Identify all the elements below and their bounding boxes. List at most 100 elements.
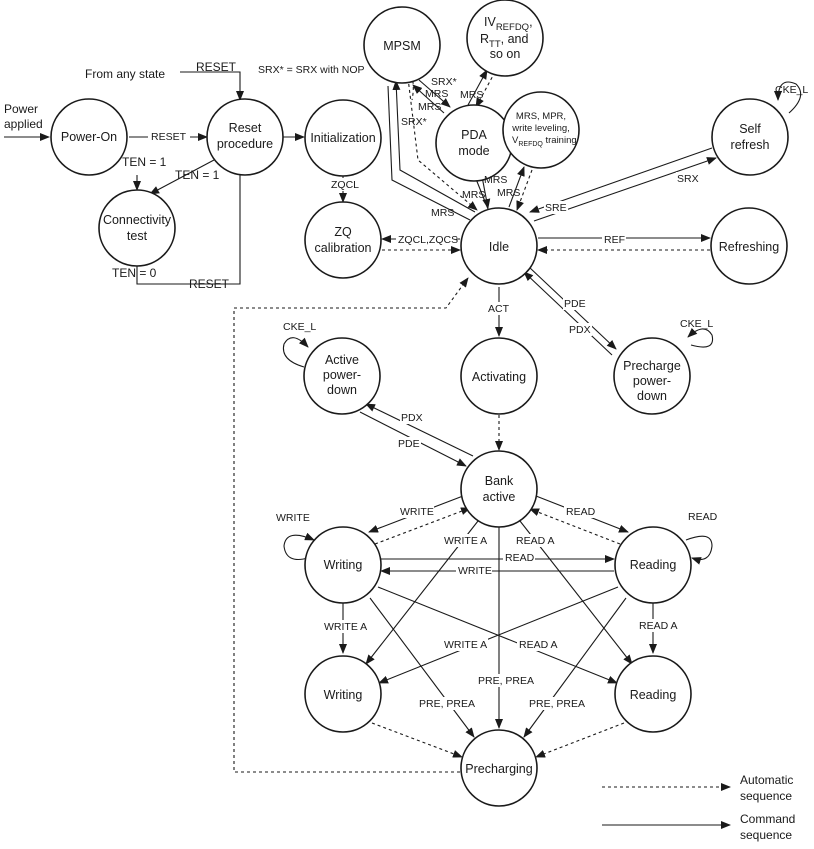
arrow-mrsmpr-idle: [516, 169, 533, 211]
state-idle: [460, 207, 538, 285]
arrow-writing-bankactive: [374, 507, 471, 545]
label-write-a-left: WRITE A: [324, 621, 367, 633]
label-zqcl: ZQCL: [331, 179, 359, 191]
state-active-powerdown: [303, 337, 381, 415]
arrow-any-state-reset: [180, 71, 244, 101]
state-self-refresh-label-2: refresh: [731, 138, 770, 152]
label-cke-l-pre: CKE_L: [680, 318, 713, 330]
state-initialization: [304, 99, 382, 177]
arrow-pda-iv: [467, 69, 488, 106]
state-mrs-mpr-line2: write leveling,: [511, 123, 570, 134]
state-precharging-label: Precharging: [465, 762, 532, 776]
state-ivrefdq-line3: so on: [490, 47, 521, 61]
arrow-writingbottom-precharging: [371, 722, 463, 758]
label-ten1-a: TEN = 1: [122, 155, 167, 169]
state-activating-label: Activating: [472, 370, 526, 384]
state-mpsm: [363, 6, 441, 84]
state-reading-top-label: Reading: [630, 558, 677, 572]
label-read-ba: READ: [566, 506, 596, 518]
arrow-precharging-idle: [233, 277, 469, 773]
state-reset-label-1: Reset: [229, 121, 262, 135]
label-pre-prea-left: PRE, PREA: [419, 698, 475, 710]
loop-active-powerdown: [282, 337, 309, 368]
state-refreshing-label: Refreshing: [719, 240, 779, 254]
state-bank-active-label-1: Bank: [485, 474, 514, 488]
state-mpsm-label: MPSM: [383, 39, 421, 53]
state-writing-bottom: [304, 655, 382, 733]
state-precharge-pd-label-2: power-: [633, 374, 671, 388]
label-read-a-ba: READ A: [516, 535, 555, 547]
loop-precharge-powerdown: [687, 327, 714, 348]
state-precharging: [460, 729, 538, 807]
arrow-reading-bankactive: [529, 508, 621, 545]
legend: Automatic sequence Command sequence: [740, 773, 795, 842]
state-reading-top: [614, 526, 692, 604]
label-mrs-4: MRS: [484, 174, 507, 186]
state-ivrefdq-rtt: [466, 0, 544, 77]
label-pre-prea-mid: PRE, PREA: [478, 675, 534, 687]
label-mrs-7: MRS: [431, 207, 454, 219]
state-precharge-pd-label-3: down: [637, 389, 667, 403]
state-mrs-mpr-line3: VREFDQ training: [512, 135, 577, 148]
label-write-a-ba: WRITE A: [444, 535, 487, 547]
state-ivrefdq-line2: RTT, and: [480, 32, 528, 50]
state-active-pd-label-2: power-: [323, 368, 361, 382]
label-mrs-6: MRS: [497, 187, 520, 199]
label-ten1-b: TEN = 1: [175, 168, 220, 182]
state-bank-active: [460, 450, 538, 528]
state-zq-label-1: ZQ: [334, 225, 352, 239]
label-act: ACT: [488, 303, 510, 315]
label-srx-note: SRX* = SRX with NOP: [258, 64, 365, 76]
arrow-idle-mpsm-2: [387, 85, 471, 221]
arrow-reading-precharging: [523, 597, 627, 738]
edge-labels: Power applied From any state RESET SRX* …: [4, 60, 808, 710]
state-reset-label-2: procedure: [217, 137, 273, 151]
arrow-idle-mrsmpr: [508, 166, 525, 208]
state-bank-active-label-2: active: [483, 490, 516, 504]
state-zq-label-2: calibration: [315, 241, 372, 255]
state-active-pd-label-1: Active: [325, 353, 359, 367]
arrow-iv-pda: [475, 71, 496, 108]
label-read-cross: READ: [505, 552, 535, 564]
label-power-applied-1: Power: [4, 102, 38, 116]
state-zq-calibration: [304, 201, 382, 279]
label-pdx-pre: PDX: [569, 324, 591, 336]
state-self-refresh: [711, 98, 789, 176]
label-sre: SRE: [545, 202, 567, 214]
state-mrs-mpr-training: [502, 91, 580, 169]
state-idle-label: Idle: [489, 240, 509, 254]
arrow-pda-mpsm: [412, 84, 445, 114]
state-writing-top-label: Writing: [324, 558, 363, 572]
label-ref: REF: [604, 234, 625, 246]
loop-self-refresh: [774, 81, 802, 114]
state-mrs-mpr-line1: MRS, MPR,: [516, 111, 566, 122]
state-writing-top: [304, 526, 382, 604]
state-ivrefdq-line1: IVREFDQ,: [484, 15, 533, 33]
label-read-a-mid: READ A: [519, 639, 558, 651]
state-reading-bottom: [614, 655, 692, 733]
label-reset-poweron: RESET: [151, 131, 187, 143]
nodes: Power-On Reset procedure Initialization …: [50, 0, 789, 807]
arrow-bankactive-activepd: [365, 403, 474, 457]
arrow-idle-mpsm: [392, 80, 476, 213]
loop-writing: [283, 532, 315, 561]
label-pde-pre: PDE: [564, 298, 586, 310]
label-cke-l-self: CKE_L: [775, 84, 808, 96]
label-write-cross: WRITE: [458, 565, 492, 577]
arrow-readingbottom-precharging: [535, 722, 625, 758]
state-pda-label-1: PDA: [461, 128, 487, 142]
label-zqcl-zqcs: ZQCL,ZQCS: [398, 234, 458, 246]
state-connectivity-test: [98, 189, 176, 267]
legend-command-2: sequence: [740, 828, 792, 842]
state-writing-bottom-label: Writing: [324, 688, 363, 702]
label-mrs-2: MRS: [418, 101, 441, 113]
arrow-reading-writingbottom: [378, 586, 619, 684]
label-srx-star-a: SRX*: [431, 76, 457, 88]
label-cke-l-act: CKE_L: [283, 321, 316, 333]
label-write-ba: WRITE: [400, 506, 434, 518]
label-ten0: TEN = 0: [112, 266, 157, 280]
state-pda-label-2: mode: [458, 144, 489, 158]
arrow-mpsm-pda: [418, 79, 451, 108]
label-srx-star-b: SRX*: [401, 116, 427, 128]
